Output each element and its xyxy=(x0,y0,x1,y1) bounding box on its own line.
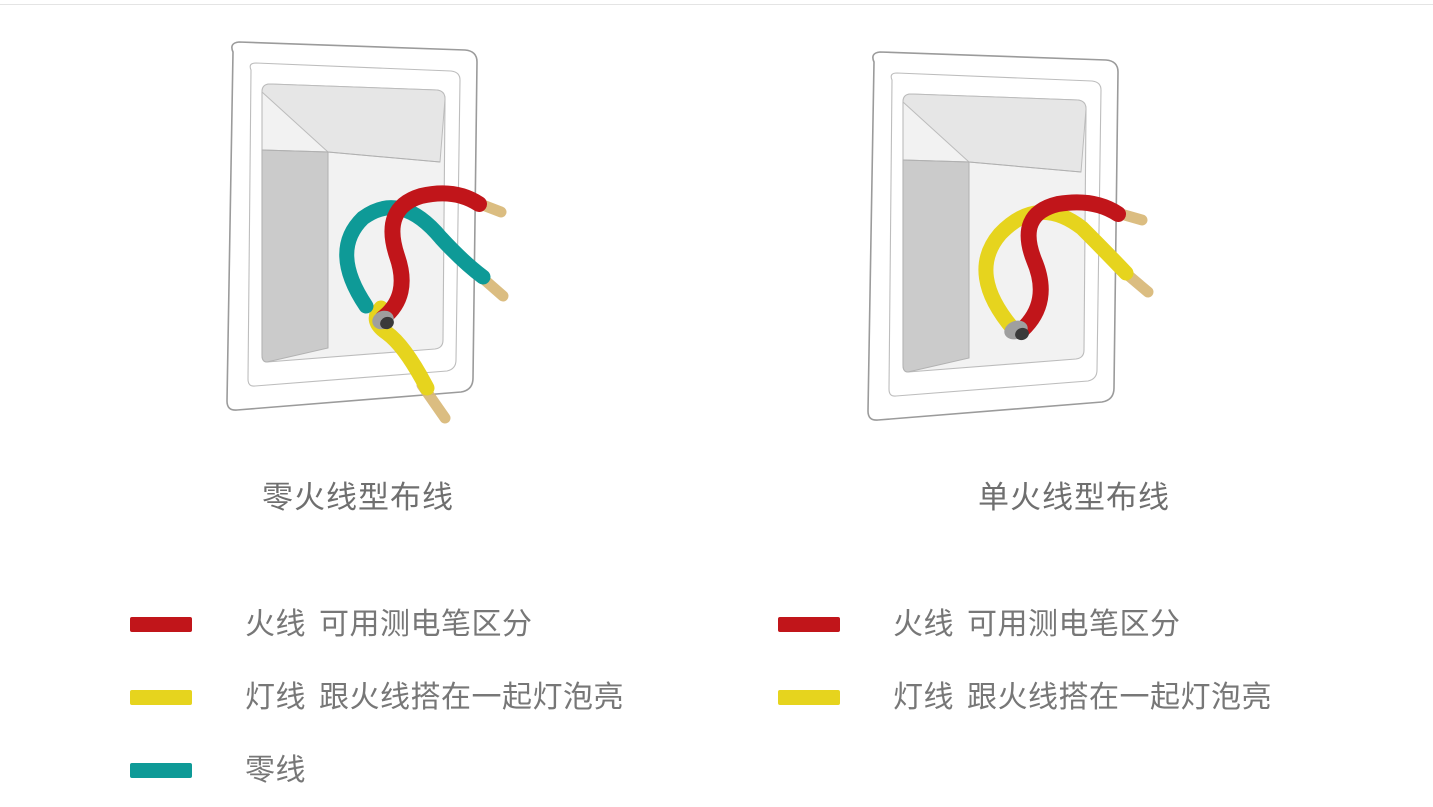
legend-term-live: 火线 xyxy=(245,607,306,641)
live-wire-red xyxy=(375,185,487,326)
panel-zero-live-wiring: 零火线型布线 火线可用测电笔区分 灯线跟火线搭在一起灯泡亮 零线 xyxy=(0,0,716,787)
legend-swatch-lamp xyxy=(130,690,192,705)
top-divider-rule xyxy=(0,4,1433,5)
legend-swatch-neutral xyxy=(130,763,192,778)
legend-note-lamp: 跟火线搭在一起灯泡亮 xyxy=(967,680,1272,714)
illustration-wall-switch-box-two-wires xyxy=(867,51,1154,421)
neutral-wire-teal xyxy=(339,200,491,314)
legend-item-neutral: 零线 xyxy=(130,734,624,807)
legend-label-live: 火线可用测电笔区分 xyxy=(893,608,1181,642)
legend-note-live: 可用测电笔区分 xyxy=(967,607,1181,641)
panel-caption: 零火线型布线 xyxy=(262,480,454,515)
legend-item-live: 火线可用测电笔区分 xyxy=(130,588,624,661)
legend-single-live-wiring: 火线可用测电笔区分 灯线跟火线搭在一起灯泡亮 xyxy=(778,588,1272,734)
live-wire-red xyxy=(1014,194,1126,338)
box-left-ledge-edge xyxy=(261,149,329,153)
legend-label-neutral: 零线 xyxy=(245,754,306,788)
legend-term-live: 火线 xyxy=(893,607,954,641)
panel-caption: 单火线型布线 xyxy=(978,480,1170,515)
box-top-wall xyxy=(902,93,1087,173)
panel-single-live-wiring: 单火线型布线 火线可用测电笔区分 灯线跟火线搭在一起灯泡亮 xyxy=(716,0,1432,780)
box-left-wall xyxy=(261,149,329,363)
legend-term-neutral: 零线 xyxy=(245,753,306,787)
legend-label-lamp: 灯线跟火线搭在一起灯泡亮 xyxy=(245,681,624,715)
terminal-screw-head-icon xyxy=(380,316,394,330)
legend-term-lamp: 灯线 xyxy=(245,680,306,714)
box-left-wall xyxy=(902,159,970,373)
legend-item-lamp: 灯线跟火线搭在一起灯泡亮 xyxy=(130,661,624,734)
legend-swatch-live xyxy=(130,617,192,632)
box-top-slope-edge xyxy=(327,151,441,163)
legend-term-lamp: 灯线 xyxy=(893,680,954,714)
legend-label-lamp: 灯线跟火线搭在一起灯泡亮 xyxy=(893,681,1272,715)
legend-item-lamp: 灯线跟火线搭在一起灯泡亮 xyxy=(778,661,1272,734)
legend-zero-live-wiring: 火线可用测电笔区分 灯线跟火线搭在一起灯泡亮 零线 xyxy=(130,588,624,807)
legend-swatch-lamp xyxy=(778,690,840,705)
terminal-screw-head-icon xyxy=(1015,327,1029,341)
legend-note-live: 可用测电笔区分 xyxy=(319,607,533,641)
legend-item-live: 火线可用测电笔区分 xyxy=(778,588,1272,661)
legend-swatch-live xyxy=(778,617,840,632)
box-left-ledge-edge xyxy=(902,159,970,163)
illustration-wall-switch-box-three-wires xyxy=(226,41,509,424)
box-top-slope-edge xyxy=(968,161,1082,173)
legend-note-lamp: 跟火线搭在一起灯泡亮 xyxy=(319,680,624,714)
legend-label-live: 火线可用测电笔区分 xyxy=(245,608,533,642)
box-top-wall xyxy=(261,83,446,163)
